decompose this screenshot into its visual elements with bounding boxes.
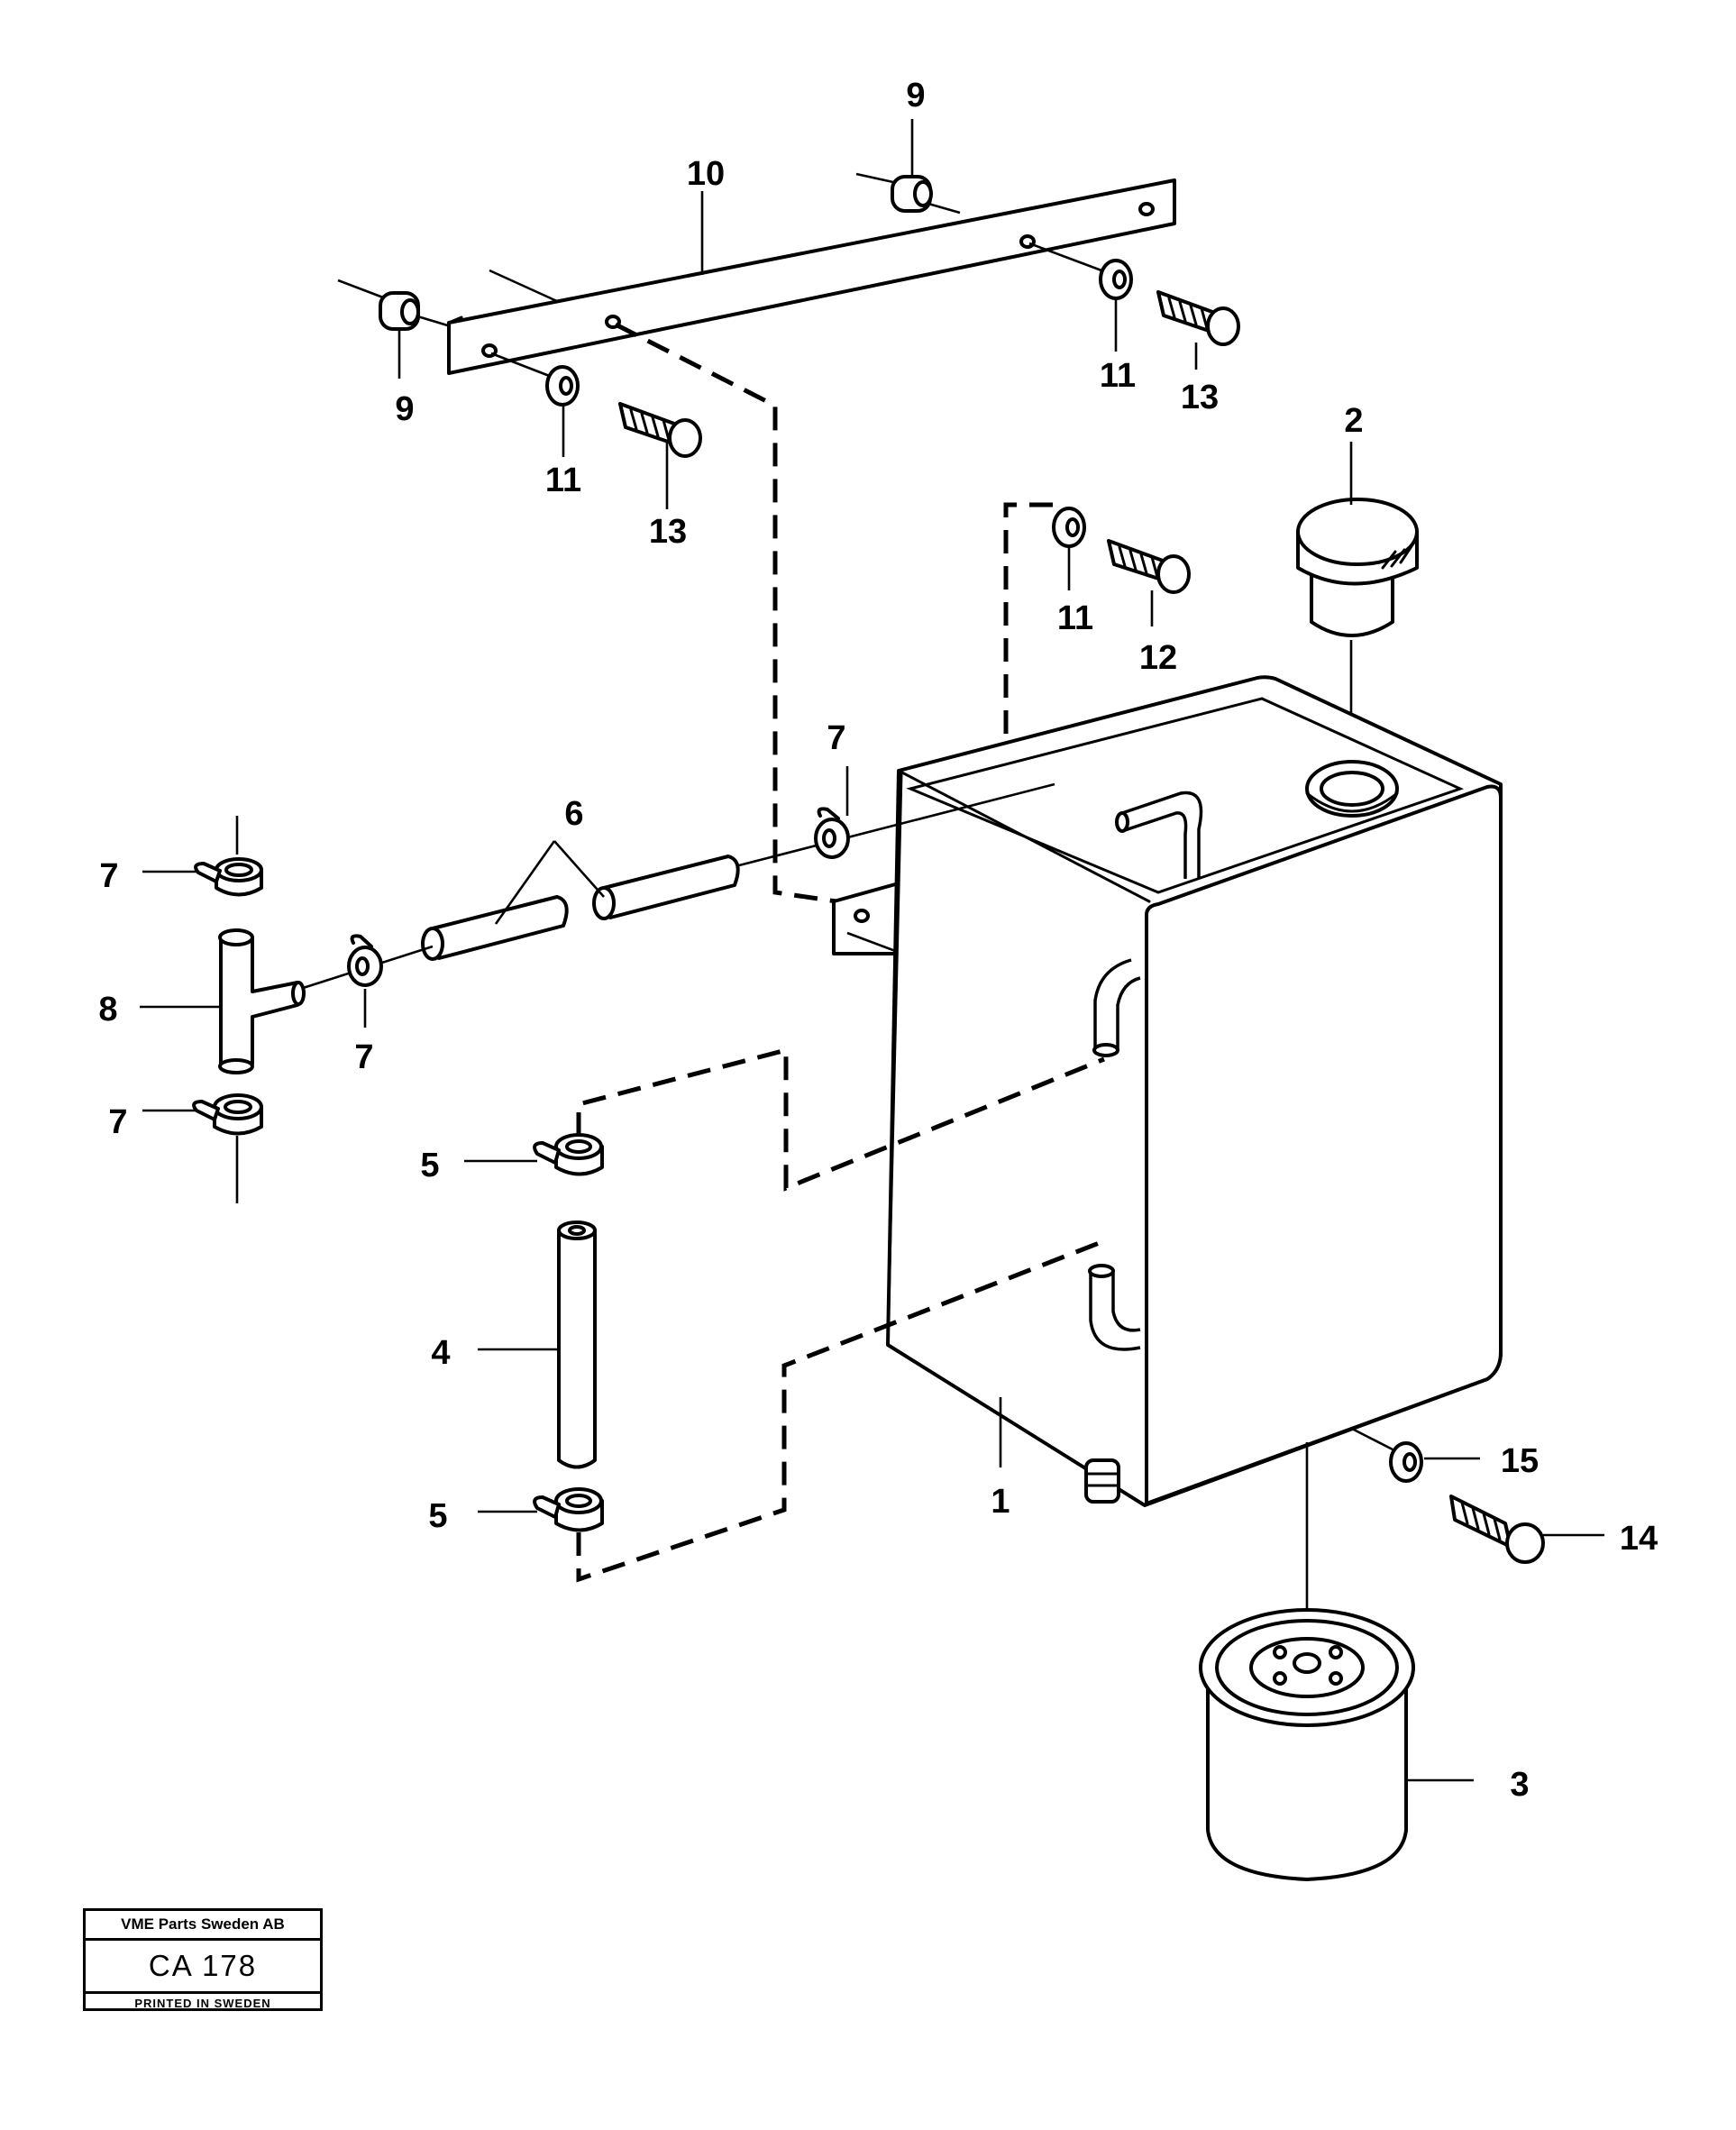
callout-4: 4 (431, 1334, 451, 1372)
callout-2: 2 (1344, 402, 1364, 440)
clamp-tee-top (194, 857, 263, 897)
oil-tank (886, 675, 1503, 1507)
callout-15: 15 (1500, 1442, 1540, 1480)
callout-7-tee-side: 7 (354, 1038, 374, 1076)
washer-tank-foot (1351, 1427, 1423, 1483)
callout-13-bar-right: 13 (1180, 379, 1220, 416)
callout-12: 12 (1138, 639, 1178, 677)
callout-9-left: 9 (395, 390, 415, 428)
oil-filter (1199, 1608, 1415, 1881)
vertical-hose (557, 1220, 597, 1469)
washer-bar-right (1028, 242, 1133, 300)
tee-fitting (218, 816, 306, 1203)
stamp-company: VME Parts Sweden AB (86, 1911, 320, 1941)
callout-14: 14 (1619, 1520, 1658, 1558)
washer-bar-left (490, 352, 580, 407)
hose-line-upper (738, 782, 1055, 867)
callout-11-upper: 11 (1056, 599, 1094, 637)
stamp-printed: PRINTED IN SWEDEN (86, 1991, 320, 2014)
callout-11-bar-right: 11 (1099, 357, 1137, 395)
mounting-bracket-bar (447, 178, 1176, 375)
clamp-tee-bottom (192, 1093, 263, 1136)
callout-7-tank: 7 (827, 719, 846, 757)
bolt-tank-foot (1449, 1495, 1545, 1564)
clamp-vertical-bottom (533, 1487, 604, 1532)
washer-upper (1052, 507, 1086, 548)
bolt-bar-right (1156, 290, 1240, 346)
hose-right (592, 855, 740, 920)
callout-5-lower: 5 (428, 1497, 448, 1535)
callout-13-bar-left: 13 (648, 513, 688, 551)
hose-left (421, 895, 569, 961)
clamp-tank-upper (814, 807, 850, 859)
callout-7-tee-bottom: 7 (108, 1103, 128, 1141)
callout-8: 8 (98, 991, 118, 1028)
callout-10: 10 (686, 155, 726, 193)
bolt-bar-left (618, 402, 702, 458)
clamp-tee-side (347, 934, 383, 987)
dashed-line-bar-to-bracket (614, 322, 837, 904)
callout-6: 6 (564, 795, 584, 833)
leader-lines (140, 119, 1604, 1782)
dashed-line-upper-hose (576, 1047, 1105, 1192)
bolt-upper (1107, 539, 1191, 594)
callout-1: 1 (991, 1483, 1010, 1521)
callout-11-bar-left: 11 (544, 462, 582, 499)
spacer-upper (855, 172, 961, 215)
callout-7-tee-top: 7 (99, 857, 119, 895)
callout-3: 3 (1510, 1766, 1530, 1804)
callout-5-upper: 5 (420, 1147, 440, 1184)
stamp-code: CA 178 (148, 1949, 258, 1982)
clamp-vertical-top (533, 1133, 604, 1176)
filler-cap (1296, 498, 1419, 757)
dashed-line-lower-hose (576, 1239, 1102, 1583)
callout-9-top: 9 (906, 77, 926, 114)
spacer-left (337, 279, 452, 331)
title-stamp: VME Parts Sweden AB CA 178 PRINTED IN SW… (83, 1908, 323, 2011)
